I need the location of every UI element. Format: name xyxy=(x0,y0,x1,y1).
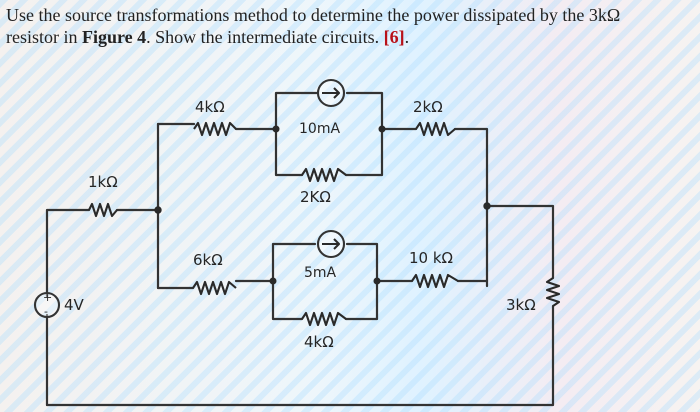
label-10ma: 10mA xyxy=(299,121,340,137)
label-3k: 3kΩ xyxy=(506,296,536,314)
top-parallel-box xyxy=(274,91,384,177)
problem-line-2-tail: . xyxy=(404,27,410,47)
voltage-source-plus: + xyxy=(43,291,52,304)
voltage-source xyxy=(33,291,61,319)
left-main-wire xyxy=(45,208,91,407)
label-4k-bottom: 4kΩ xyxy=(304,333,334,351)
resistor-2k-top-right xyxy=(415,121,456,137)
problem-statement: Use the source transformations method to… xyxy=(6,4,696,48)
top-right-run xyxy=(453,127,489,288)
label-5ma: 5mA xyxy=(304,265,337,281)
resistor-1k xyxy=(88,202,118,218)
marks-badge: [6] xyxy=(383,27,405,47)
arrow-right-icon-5ma xyxy=(322,238,341,250)
resistor-4k-top xyxy=(193,121,237,137)
label-1k: 1kΩ xyxy=(88,173,118,191)
junction-bottom-right xyxy=(373,277,381,285)
resistor-2k-mid xyxy=(301,167,347,183)
junction-top-left xyxy=(272,125,280,133)
voltage-source-minus: - xyxy=(44,305,48,318)
junction-bottom-left xyxy=(269,277,277,285)
label-6k: 6kΩ xyxy=(193,251,223,269)
junction-top-right xyxy=(378,125,386,133)
label-10k: 10 kΩ xyxy=(409,249,453,267)
problem-line-2-start: resistor in xyxy=(6,27,82,47)
resistor-4k-bottom xyxy=(301,311,347,327)
arrow-right-icon-10ma xyxy=(322,87,341,99)
junction-right xyxy=(483,202,491,210)
resistor-6k xyxy=(192,280,237,296)
bottom-main-wire xyxy=(45,304,555,407)
label-2k-mid: 2KΩ xyxy=(300,188,331,206)
resistor-10k xyxy=(411,273,459,289)
right-to-3k xyxy=(485,204,555,280)
resistor-3k xyxy=(545,277,561,307)
problem-line-2: resistor in Figure 4. Show the intermedi… xyxy=(6,26,696,48)
label-4k-top: 4kΩ xyxy=(195,98,225,116)
junction-left xyxy=(154,206,162,214)
figure-reference: Figure 4 xyxy=(82,27,147,47)
label-2k-top-right: 2kΩ xyxy=(413,98,443,116)
label-4v: 4V xyxy=(64,296,85,314)
problem-line-2-end: . Show the intermediate circuits. xyxy=(146,27,384,47)
problem-line-1: Use the source transformations method to… xyxy=(6,5,621,25)
